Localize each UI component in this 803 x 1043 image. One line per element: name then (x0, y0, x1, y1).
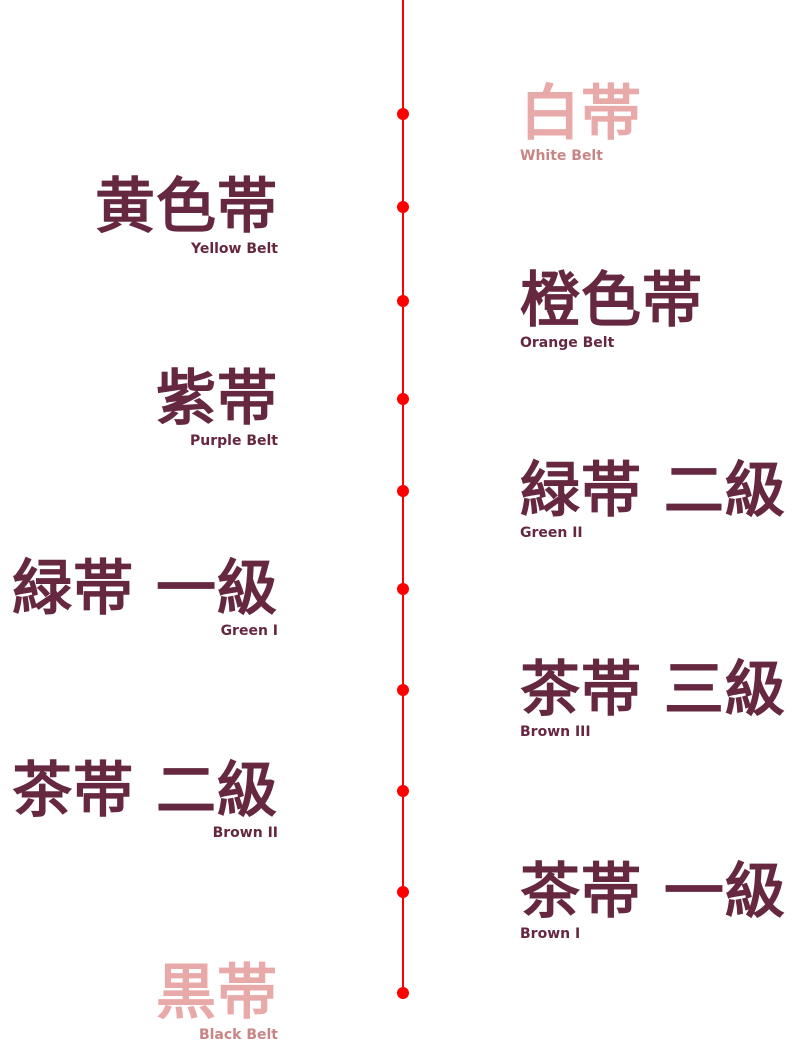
belt-name-ja: 紫帯 (156, 364, 278, 434)
belt-name-ja: 茶帯 三級 (520, 655, 786, 725)
timeline-dot (397, 684, 409, 696)
belt-name-ja: 緑帯 一級 (12, 554, 278, 624)
belt-name-ja: 黄色帯 (95, 172, 278, 242)
timeline-dot (397, 485, 409, 497)
belt-name-en: White Belt (520, 148, 603, 164)
belt-name-ja: 白帯 (520, 79, 642, 149)
timeline-axis (402, 0, 404, 995)
timeline-dot (397, 987, 409, 999)
belt-name-en: Brown III (520, 724, 591, 740)
belt-name-ja: 茶帯 一級 (520, 857, 786, 927)
belt-name-en: Green II (520, 525, 583, 541)
belt-name-en: Brown II (212, 825, 278, 841)
belt-name-ja: 橙色帯 (520, 266, 703, 336)
timeline-dot (397, 295, 409, 307)
timeline-dot (397, 785, 409, 797)
belt-name-en: Orange Belt (520, 335, 615, 351)
timeline-dot (397, 108, 409, 120)
timeline-dot (397, 583, 409, 595)
belt-name-ja: 黒帯 (156, 958, 278, 1028)
belt-name-ja: 茶帯 二級 (12, 756, 278, 826)
belt-name-ja: 緑帯 二級 (520, 456, 786, 526)
belt-name-en: Brown I (520, 926, 581, 942)
belt-name-en: Purple Belt (190, 433, 278, 449)
belt-name-en: Yellow Belt (190, 241, 278, 257)
timeline-dot (397, 201, 409, 213)
timeline-dot (397, 393, 409, 405)
belt-name-en: Green I (220, 623, 278, 639)
timeline-dot (397, 886, 409, 898)
belt-name-en: Black Belt (198, 1027, 278, 1043)
